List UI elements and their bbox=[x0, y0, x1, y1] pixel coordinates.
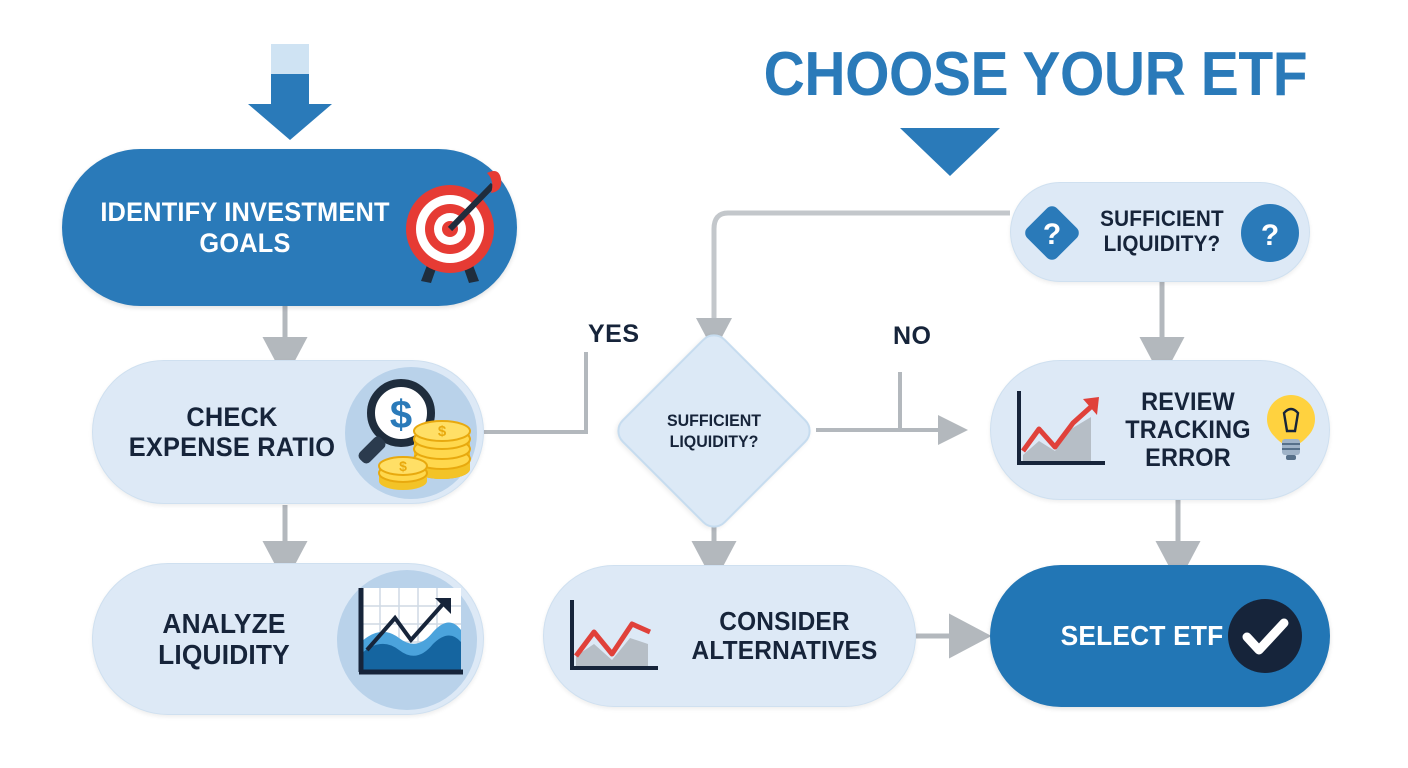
node-label: CHECK EXPENSE RATIO bbox=[128, 401, 336, 462]
down-arrow-icon bbox=[900, 128, 1000, 176]
red-line-chart-icon bbox=[1017, 391, 1105, 465]
target-dartboard-icon bbox=[406, 171, 502, 283]
node-label: SUFFICIENT LIQUIDITY? bbox=[1100, 206, 1224, 256]
page-title: CHOOSE YOUR ETF bbox=[763, 40, 1308, 109]
node-label: ANALYZE LIQUIDITY bbox=[158, 607, 290, 670]
node-label: SUFFICIENT LIQUIDITY? bbox=[666, 410, 762, 451]
node-analyze-liquidity[interactable]: ANALYZE LIQUIDITY bbox=[92, 563, 484, 715]
down-arrow-icon bbox=[248, 44, 332, 140]
node-review-tracking-error[interactable]: REVIEW TRACKING ERROR bbox=[990, 360, 1330, 500]
node-label: CONSIDER ALTERNATIVES bbox=[691, 605, 878, 665]
svg-text:?: ? bbox=[1043, 218, 1061, 251]
node-check-expense-ratio[interactable]: CHECK EXPENSE RATIO $ $ bbox=[92, 360, 484, 504]
connector-decision-to-tracking-no bbox=[816, 372, 968, 445]
node-label: REVIEW TRACKING ERROR bbox=[1125, 388, 1251, 472]
node-identify-investment-goals[interactable]: IDENTIFY INVESTMENT GOALS bbox=[62, 149, 517, 306]
area-chart-growth-icon bbox=[358, 588, 463, 675]
branch-label-no: NO bbox=[893, 322, 932, 350]
svg-text:$: $ bbox=[390, 393, 412, 437]
red-line-chart-icon bbox=[570, 600, 658, 670]
svg-text:$: $ bbox=[399, 458, 407, 474]
connector-pill-to-decision bbox=[696, 210, 1010, 352]
connector-expense-to-decision-yes bbox=[484, 352, 588, 434]
node-sufficient-liquidity-decision[interactable]: SUFFICIENT LIQUIDITY? bbox=[610, 327, 818, 535]
check-circle-icon bbox=[1228, 599, 1302, 673]
node-sufficient-liquidity-pill[interactable]: ? SUFFICIENT LIQUIDITY? ? bbox=[1010, 182, 1310, 282]
magnifier-dollar-coins-icon: $ $ $ bbox=[358, 379, 471, 490]
svg-text:$: $ bbox=[438, 423, 447, 440]
question-diamond-icon: ? bbox=[1025, 206, 1079, 260]
node-label: SELECT ETF bbox=[1060, 620, 1224, 652]
question-circle-icon: ? bbox=[1241, 204, 1299, 262]
branch-label-yes: YES bbox=[588, 320, 640, 348]
node-select-etf[interactable]: SELECT ETF bbox=[990, 565, 1330, 707]
node-label: IDENTIFY INVESTMENT GOALS bbox=[100, 197, 390, 258]
svg-text:?: ? bbox=[1261, 219, 1279, 252]
node-consider-alternatives[interactable]: CONSIDER ALTERNATIVES bbox=[543, 565, 916, 707]
lightbulb-idea-icon bbox=[1267, 395, 1315, 460]
